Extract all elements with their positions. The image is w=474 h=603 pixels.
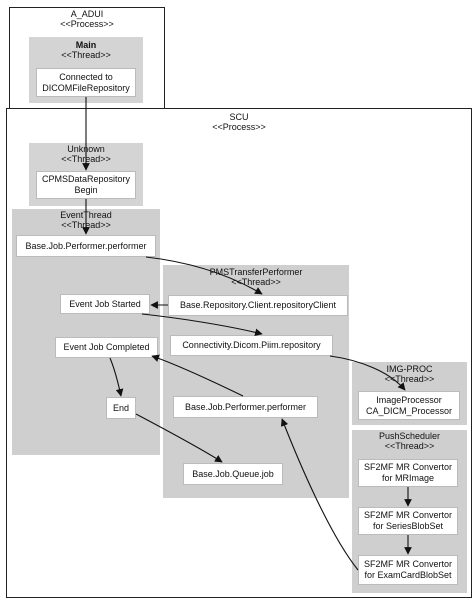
node-series-blob: SF2MF MR Convertor for SeriesBlobSet bbox=[358, 507, 458, 535]
edge-performer-2-to-job-completed bbox=[151, 354, 244, 397]
thread-img-proc-name: IMG-PROC bbox=[386, 364, 433, 374]
node-cpms-begin: CPMSDataRepository Begin bbox=[36, 171, 136, 199]
thread-img-proc-stereotype: <<Thread>> bbox=[384, 374, 435, 384]
process-scu-stereotype: <<Process>> bbox=[212, 122, 266, 132]
thread-pms-transfer-name: PMSTransferPerformer bbox=[209, 267, 303, 277]
edge-examcard-blob-to-performer-2 bbox=[280, 418, 359, 571]
edge-piim-to-image-processor bbox=[329, 355, 406, 391]
node-examcard-blob: SF2MF MR Convertor for ExamCardBlobSet bbox=[358, 555, 458, 585]
thread-push-scheduler-name: PushScheduler bbox=[378, 431, 441, 441]
node-end: End bbox=[106, 397, 136, 419]
edge-job-completed-to-end bbox=[109, 357, 124, 397]
node-queue-job: Base.Job.Queue.job bbox=[183, 463, 283, 485]
node-mr-image: SF2MF MR Convertor for MRImage bbox=[358, 459, 458, 487]
node-connected: Connected to DICOMFileRepository bbox=[36, 68, 136, 97]
node-performer-2: Base.Job.Performer.performer bbox=[173, 396, 318, 418]
edge-job-started-to-piim bbox=[141, 313, 263, 337]
edge-end-to-queue-job bbox=[135, 413, 223, 463]
thread-main-name: Main bbox=[75, 40, 97, 50]
process-a-adui-name: A_ADUI bbox=[70, 9, 104, 19]
process-a-adui-stereotype: <<Process>> bbox=[60, 19, 114, 29]
thread-push-scheduler-stereotype: <<Thread>> bbox=[384, 441, 435, 451]
process-scu-name: SCU bbox=[229, 112, 249, 122]
thread-main-stereotype: <<Thread>> bbox=[61, 50, 111, 60]
node-performer-1: Base.Job.Performer.performer bbox=[16, 235, 156, 257]
node-piim-repository: Connectivity.Dicom.Piim.repository bbox=[170, 335, 333, 356]
edge-performer-to-repository-client bbox=[145, 256, 263, 295]
node-repository-client: Base.Repository.Client.repositoryClient bbox=[168, 295, 348, 316]
node-image-processor: ImageProcessor CA_DICM_Processor bbox=[358, 391, 460, 420]
node-job-started: Event Job Started bbox=[60, 294, 150, 314]
thread-pms-transfer-stereotype: <<Thread>> bbox=[231, 277, 281, 287]
node-job-completed: Event Job Completed bbox=[55, 337, 158, 358]
